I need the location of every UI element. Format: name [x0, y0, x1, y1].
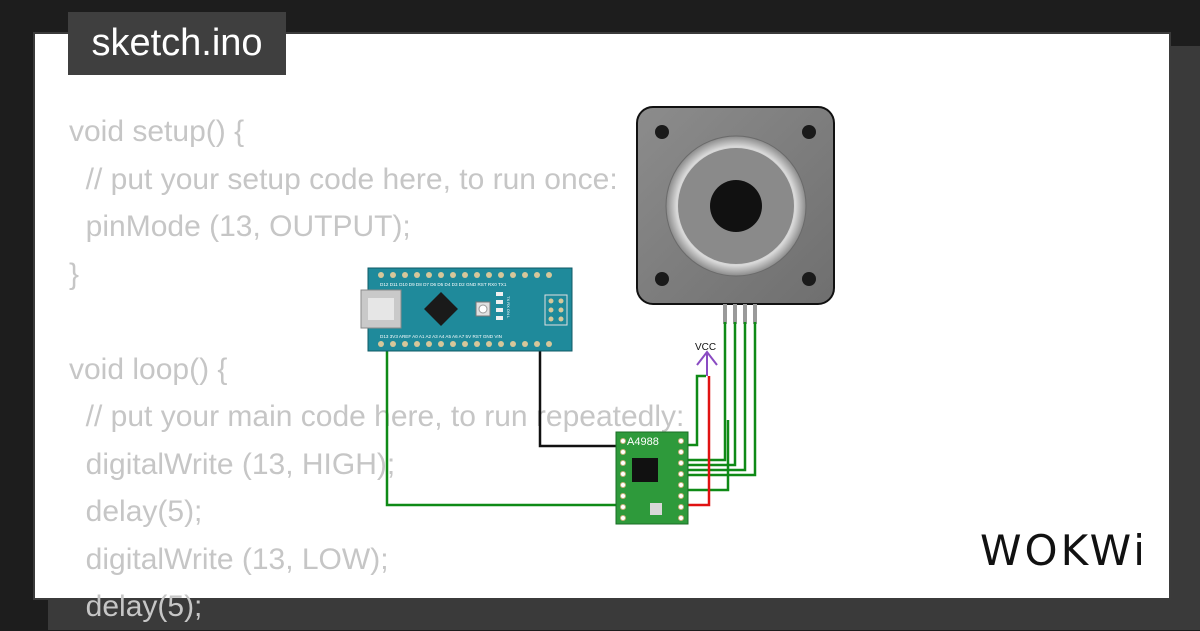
arduino-nano[interactable]: D12 D11 D10 D9 D8 D7 D6 D5 D4 D3 D2 GND … — [360, 267, 573, 352]
wires — [385, 322, 757, 518]
svg-text:A4988: A4988 — [627, 436, 659, 448]
preview-card: void setup() { // put your setup code he… — [33, 32, 1171, 623]
driver-pins-right — [678, 438, 684, 521]
svg-text:VCC: VCC — [695, 342, 716, 353]
potentiometer-icon — [650, 503, 662, 515]
header-pins-top — [378, 272, 552, 278]
header-pins-bottom — [378, 341, 552, 347]
mcu-chip — [424, 292, 458, 326]
a4988-driver[interactable]: A4988 — [615, 431, 689, 525]
file-tab[interactable]: sketch.ino — [68, 12, 286, 75]
svg-text:TX RX ON L: TX RX ON L — [506, 296, 511, 319]
screw-icon — [655, 125, 669, 139]
driver-chip — [632, 458, 658, 482]
driver-pins-left — [620, 438, 626, 521]
screw-icon — [655, 272, 669, 286]
stepper-motor[interactable] — [636, 106, 835, 324]
screw-icon — [802, 125, 816, 139]
icsp-header — [544, 294, 568, 326]
wokwi-logo: WOKWi — [980, 526, 1148, 575]
code-editor[interactable]: void setup() { // put your setup code he… — [69, 115, 685, 623]
vcc-marker: VCC — [695, 342, 718, 376]
status-leds — [496, 292, 503, 320]
screw-icon — [802, 272, 816, 286]
svg-text:D12 D11 D10 D9 D8 D7 D6 D5 D4: D12 D11 D10 D9 D8 D7 D6 D5 D4 D3 D2 GND … — [380, 282, 507, 287]
svg-text:D13 3V3 AREF A0 A1 A2 A3 A4 A5: D13 3V3 AREF A0 A1 A2 A3 A4 A5 A6 A7 5V … — [380, 334, 502, 339]
